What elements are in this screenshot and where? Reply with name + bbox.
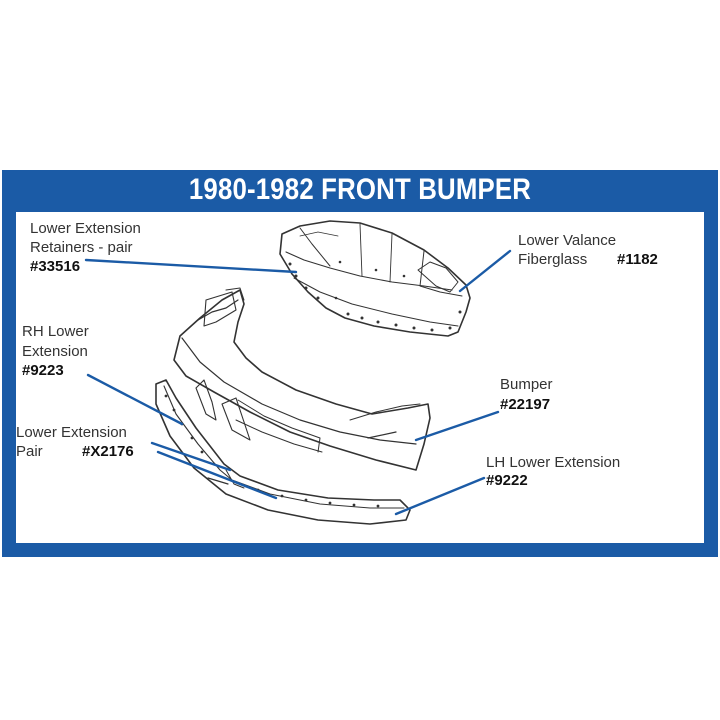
valance-label-line2: Fiberglass [518,251,588,268]
leader-pair-b [156,450,278,500]
leader-pair-a [150,441,232,472]
leader-rh-extension [86,373,184,426]
bumper-part-number: #22197 [500,396,551,413]
retainers-label-line2: Retainers - pair [30,239,133,256]
pair-label-line1: Lower Extension [16,424,127,441]
lower-valance-drawing [279,220,471,337]
leader-retainers [84,258,298,274]
diagram-title: 1980-1982 FRONT BUMPER [188,173,532,206]
leader-lines [84,249,512,516]
retainers-part-number: #33516 [30,258,81,275]
lh-extension-part-number: #9222 [486,472,528,489]
leader-bumper [414,410,500,442]
rh-extension-label-line2: Extension [22,343,88,360]
retainers-label-line1: Lower Extension [30,220,141,237]
valance-label-line1: Lower Valance [518,232,617,249]
pair-part-number: #X2176 [82,443,134,460]
bumper-drawing [173,287,431,471]
leader-lh-extension [394,476,486,516]
bumper-label: Bumper [500,376,553,393]
lh-extension-label: LH Lower Extension [486,454,621,471]
rh-extension-part-number: #9223 [22,362,64,379]
pair-label-line2: Pair [16,443,43,460]
valance-part-number: #1182 [617,251,658,268]
lower-extension-drawing [155,379,411,525]
rh-extension-label-line1: RH Lower [22,323,89,340]
leader-valance [458,249,512,293]
